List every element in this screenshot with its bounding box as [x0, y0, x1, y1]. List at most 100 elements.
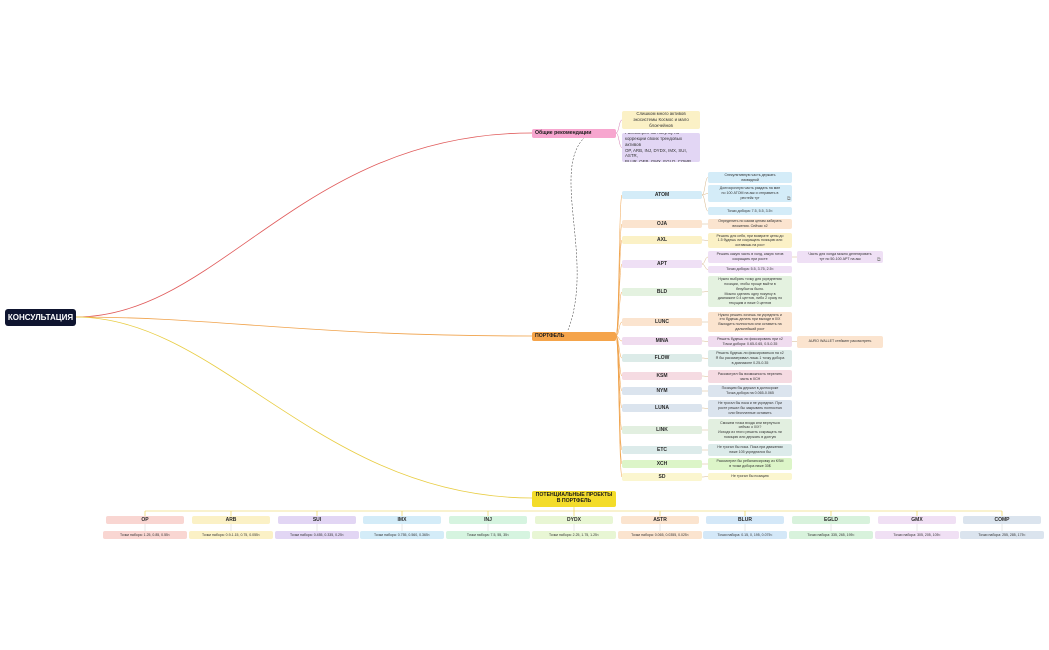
potential-coin-egld[interactable]: EGLD	[792, 516, 870, 524]
portfolio-coin-bld[interactable]: BLD	[622, 288, 702, 296]
portfolio-coin-luna[interactable]: LUNA	[622, 404, 702, 412]
potential-coin-gmx[interactable]: GMX	[878, 516, 956, 524]
potential-coin-blur[interactable]: BLUR	[706, 516, 784, 524]
link-root-general	[75, 132, 533, 318]
link-note-atom-1	[701, 193, 709, 196]
general-note-0: Слишком много активов экосистемы Космос …	[622, 111, 700, 129]
portfolio-coin-nym[interactable]: NYM	[622, 387, 702, 395]
portfolio-coin-lunc[interactable]: LUNC	[622, 318, 702, 326]
potential-coin-inj[interactable]: INJ	[449, 516, 527, 524]
portfolio-coin-xch[interactable]: XCH	[622, 460, 702, 468]
portfolio-note-atom-2: Точки добора: 7.5, 5.5, 3.5<	[708, 207, 792, 215]
portfolio-note-ksm-0: Рассмотрел бы возможность перелить часть…	[708, 370, 792, 383]
potential-coin-label: GMX	[911, 517, 923, 523]
link-root-portfolio	[75, 316, 533, 337]
link-note-sd-0	[701, 476, 709, 478]
portfolio-coin-apt[interactable]: APT	[622, 260, 702, 268]
root-node[interactable]: КОНСУЛЬТАЦИЯ	[5, 309, 76, 326]
portfolio-coin-mina[interactable]: MINA	[622, 337, 702, 345]
branch-potential-label: ПОТЕНЦИАЛЬНЫЕ ПРОЕКТЫ В ПОРТФЕЛЬ	[535, 492, 613, 504]
portfolio-coin-sd[interactable]: SD	[622, 473, 702, 481]
link-note-ksm-0	[701, 375, 709, 377]
potential-coin-label: ARB	[225, 517, 237, 523]
link-note-luna-0	[701, 407, 709, 409]
potential-coin-label: DYDX	[567, 517, 581, 523]
link-root-potential	[75, 316, 533, 499]
portfolio-coin-label: ATOM	[654, 192, 670, 198]
potential-coin-astr[interactable]: ASTR	[621, 516, 699, 524]
potential-points-astr: Точки набора: 0.065, 0.0355, 0.025<	[618, 531, 702, 539]
portfolio-note-nym-0: Позицию бы держал в долгосроке Точка доб…	[708, 385, 792, 397]
portfolio-coin-label: LUNC	[655, 319, 669, 325]
portfolio-coin-label: KSM	[656, 373, 668, 379]
link-portfolio-sd	[615, 335, 623, 478]
portfolio-coin-label: FLOW	[654, 355, 670, 361]
potential-coin-op[interactable]: OP	[106, 516, 184, 524]
portfolio-coin-ksm[interactable]: KSM	[622, 372, 702, 380]
portfolio-side-note-mina: AURO WALLET стейкинг рассмотреть	[797, 335, 883, 348]
potential-points-op: Точки набора: 1.25, 0.85, 0.55<	[103, 531, 187, 539]
portfolio-coin-label: BLD	[656, 289, 668, 295]
branch-portfolio-label: ПОРТФЕЛЬ	[535, 332, 565, 339]
portfolio-coin-label: NYM	[656, 388, 668, 394]
potential-points-inj: Точки набора: 7.5, 55, 35<	[446, 531, 530, 539]
link-portfolio-link	[615, 335, 623, 431]
portfolio-coin-label: LUNA	[655, 405, 669, 411]
portfolio-note-etc-0: Не трогал бы пока. Пока при движении ниж…	[708, 444, 792, 456]
portfolio-coin-label: APT	[657, 261, 667, 267]
portfolio-coin-atom[interactable]: ATOM	[622, 191, 702, 199]
potential-coin-arb[interactable]: ARB	[192, 516, 270, 524]
potential-points-sui: Точки набора: 0.455, 0.335, 0.25<	[275, 531, 359, 539]
root-label: КОНСУЛЬТАЦИЯ	[7, 313, 74, 322]
link-note-apt-1	[701, 263, 709, 270]
potential-coin-label: IMX	[397, 517, 407, 523]
portfolio-coin-label: XCH	[656, 461, 668, 467]
link-note-bld-0	[701, 291, 709, 293]
link-note-apt-0	[701, 256, 709, 265]
potential-points-arb: Точки набора: 0.9-1.15, 0.75, 0.055<	[189, 531, 273, 539]
branch-potential-projects[interactable]: ПОТЕНЦИАЛЬНЫЕ ПРОЕКТЫ В ПОРТФЕЛЬ	[532, 491, 616, 507]
branch-general-label: Общие рекомендации	[535, 129, 592, 136]
link-note-axl-0	[701, 239, 709, 241]
portfolio-coin-label: ETC	[657, 447, 667, 453]
potential-coin-label: COMP	[994, 517, 1010, 523]
external-link-icon[interactable]: ⧉	[787, 196, 791, 202]
portfolio-note-apt-0: Решить какую часть в холд, какую готов с…	[708, 251, 792, 263]
portfolio-note-flow-0: Решить будешь ли фиксироваться на х2 Я б…	[708, 350, 792, 367]
potential-coin-label: INJ	[484, 517, 492, 523]
portfolio-coin-oja[interactable]: OJA	[622, 220, 702, 228]
potential-coin-dydx[interactable]: DYDX	[535, 516, 613, 524]
potential-coin-comp[interactable]: COMP	[963, 516, 1041, 524]
link-portfolio-lunc	[615, 321, 623, 337]
branch-general-recommendations[interactable]: Общие рекомендации	[532, 129, 616, 138]
external-link-icon[interactable]: ⧉	[877, 257, 881, 263]
branch-portfolio[interactable]: ПОРТФЕЛЬ	[532, 332, 616, 341]
portfolio-note-atom-1: Долгосрочную часть раздать на мин по 100…	[708, 185, 792, 202]
portfolio-coin-label: MINA	[655, 338, 669, 344]
link-note-atom-0	[701, 177, 709, 196]
link-note-atom-2	[701, 194, 709, 212]
portfolio-note-sd-0: Не трогал бы позицию	[708, 473, 792, 480]
potential-points-blur: Точки набора: 0.15, 0, 195, 0.075<	[703, 531, 787, 539]
portfolio-coin-etc[interactable]: ETC	[622, 446, 702, 454]
potential-coin-sui[interactable]: SUI	[278, 516, 356, 524]
portfolio-note-luna-0: Не трогал бы пока и не усреднял. При рос…	[708, 400, 792, 417]
potential-points-egld: Точки набора: 335, 265, 195<	[789, 531, 873, 539]
portfolio-coin-axl[interactable]: AXL	[622, 236, 702, 244]
link-note-mina-0	[701, 340, 709, 342]
portfolio-coin-link[interactable]: LINK	[622, 426, 702, 434]
portfolio-note-atom-0: Спекулятивную часть держать ликвидной	[708, 172, 792, 183]
portfolio-coin-label: OJA	[656, 221, 668, 227]
portfolio-side-note-apt: Часть для холда можно делегировать тут п…	[797, 251, 883, 263]
general-note-1: Рассмотрел бы покупку на коррекции своих…	[622, 133, 700, 162]
link-portfolio-mina	[615, 335, 623, 342]
portfolio-coin-flow[interactable]: FLOW	[622, 354, 702, 362]
portfolio-coin-label: AXL	[657, 237, 667, 243]
potential-coin-imx[interactable]: IMX	[363, 516, 441, 524]
portfolio-coin-label: LINK	[656, 427, 668, 433]
link-dashed-relation	[567, 136, 586, 331]
potential-points-imx: Точки набора: 0.755, 0.560, 0.365<	[360, 531, 444, 539]
portfolio-note-apt-1: Точки добора: 5.5, 3.75, 2.5<	[708, 266, 792, 273]
